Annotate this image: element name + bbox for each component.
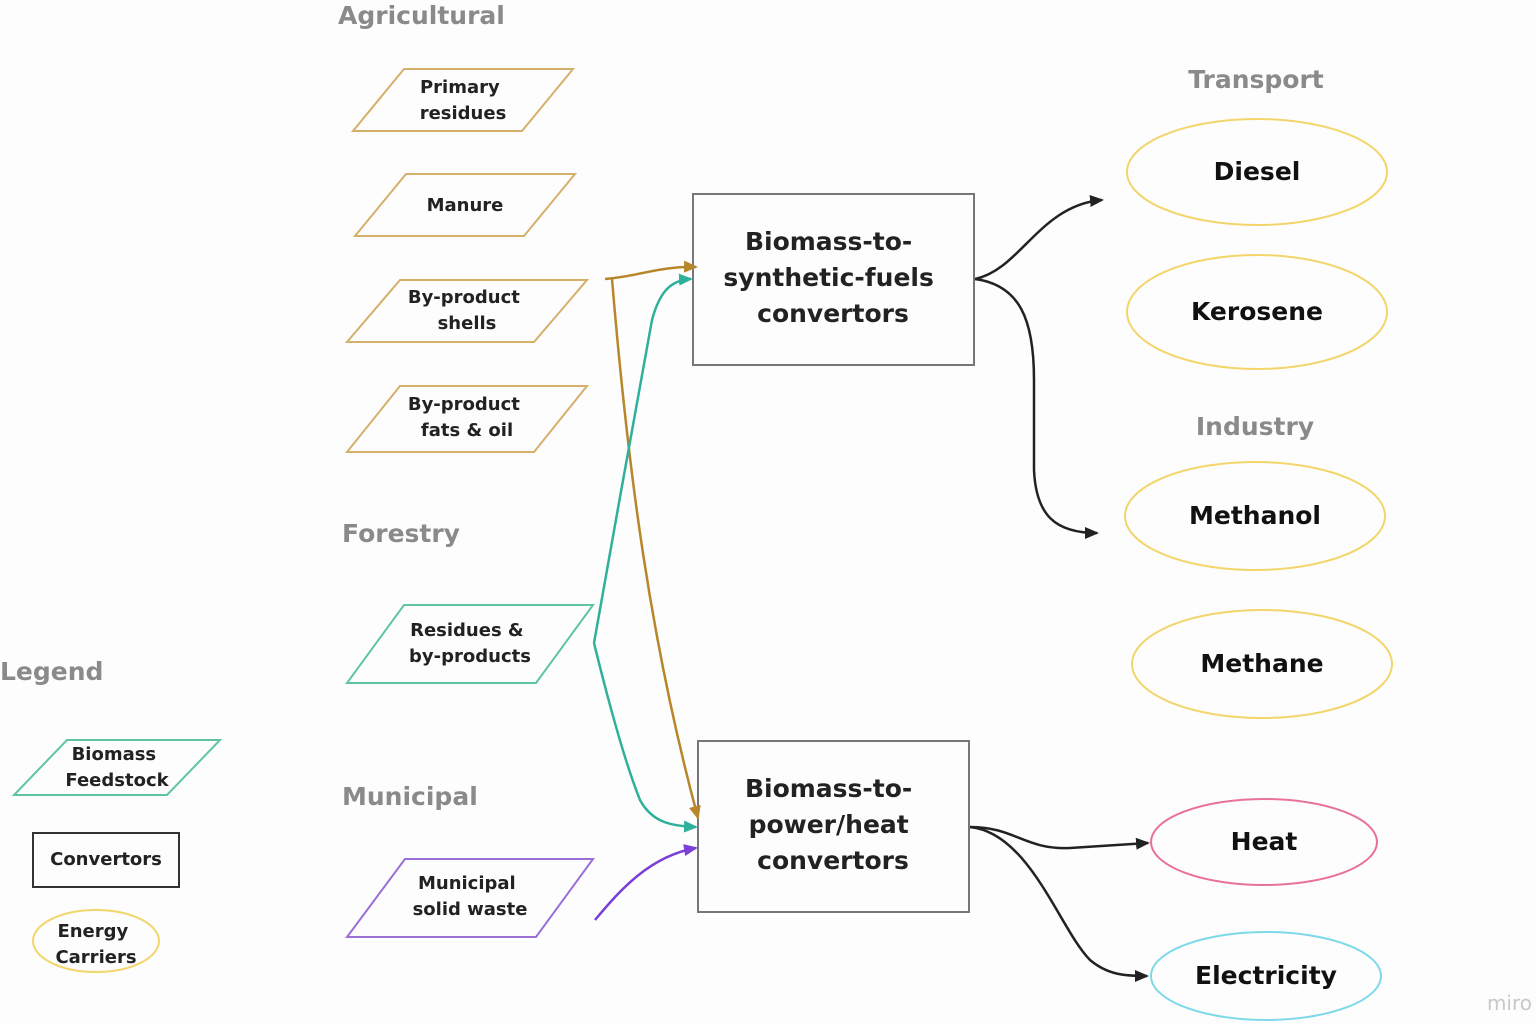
legend-convertors: Convertors bbox=[32, 832, 180, 888]
convertor-power-heat: Biomass-to- power/heat convertors bbox=[697, 740, 970, 913]
legend-label: Energy Carriers bbox=[55, 921, 136, 968]
carrier-label: Kerosene bbox=[1191, 297, 1323, 326]
carrier-label: Methane bbox=[1200, 649, 1323, 678]
feedstock-municipal-solid-waste: Municipal solid waste bbox=[345, 858, 595, 938]
feedstock-label: Municipal solid waste bbox=[413, 873, 528, 920]
section-label-transport: Transport bbox=[1188, 65, 1324, 94]
agricultural-to-powerheat-arrow bbox=[610, 278, 701, 820]
feedstock-label: Residues & by-products bbox=[409, 620, 531, 667]
agricultural-to-synthetic-arrow bbox=[604, 260, 698, 281]
carrier-diesel: Diesel bbox=[1126, 118, 1388, 226]
legend-biomass-feedstock: Biomass Feedstock bbox=[11, 739, 223, 796]
convertor-label: Biomass-to- power/heat convertors bbox=[745, 774, 921, 875]
synthetic-to-transport-arrow bbox=[974, 194, 1104, 281]
feedstock-byproduct-shells: By-product shells bbox=[344, 279, 590, 343]
forestry-to-powerheat-arrow bbox=[592, 642, 698, 833]
carrier-label: Methanol bbox=[1189, 501, 1321, 530]
carrier-electricity: Electricity bbox=[1150, 931, 1382, 1021]
legend-label: Convertors bbox=[50, 849, 162, 870]
convertor-label: Biomass-to- synthetic-fuels convertors bbox=[723, 227, 942, 328]
powerheat-to-electricity-arrow bbox=[969, 825, 1149, 982]
feedstock-label: By-product fats & oil bbox=[408, 394, 526, 441]
carrier-kerosene: Kerosene bbox=[1126, 254, 1388, 370]
feedstock-manure: Manure bbox=[352, 173, 578, 237]
legend-label: Biomass Feedstock bbox=[65, 744, 169, 791]
feedstock-forestry-residues: Residues & by-products bbox=[345, 604, 595, 684]
legend-energy-carriers: Energy Carriers bbox=[32, 909, 160, 973]
feedstock-label: By-product shells bbox=[408, 287, 526, 334]
municipal-to-powerheat-arrow bbox=[594, 844, 698, 921]
section-label-municipal: Municipal bbox=[342, 782, 478, 811]
carrier-label: Electricity bbox=[1195, 961, 1337, 990]
synthetic-to-industry-arrow bbox=[974, 277, 1099, 539]
carrier-heat: Heat bbox=[1150, 798, 1378, 886]
carrier-methane: Methane bbox=[1131, 609, 1393, 719]
forestry-to-synthetic-arrow bbox=[592, 273, 693, 644]
section-label-agricultural: Agricultural bbox=[338, 1, 505, 30]
feedstock-label: Primary residues bbox=[420, 77, 507, 124]
section-label-forestry: Forestry bbox=[342, 519, 460, 548]
carrier-methanol: Methanol bbox=[1124, 461, 1386, 571]
section-label-industry: Industry bbox=[1196, 412, 1314, 441]
feedstock-label: Manure bbox=[427, 195, 504, 216]
carrier-label: Diesel bbox=[1214, 157, 1301, 186]
carrier-label: Heat bbox=[1231, 827, 1298, 856]
powerheat-to-heat-arrow bbox=[969, 825, 1150, 850]
section-label-legend: Legend bbox=[0, 657, 103, 686]
feedstock-primary-residues: Primary residues bbox=[350, 68, 576, 132]
feedstock-byproduct-fats-oil: By-product fats & oil bbox=[344, 385, 590, 453]
convertor-synthetic-fuels: Biomass-to- synthetic-fuels convertors bbox=[692, 193, 975, 366]
miro-watermark: miro bbox=[1487, 991, 1532, 1015]
